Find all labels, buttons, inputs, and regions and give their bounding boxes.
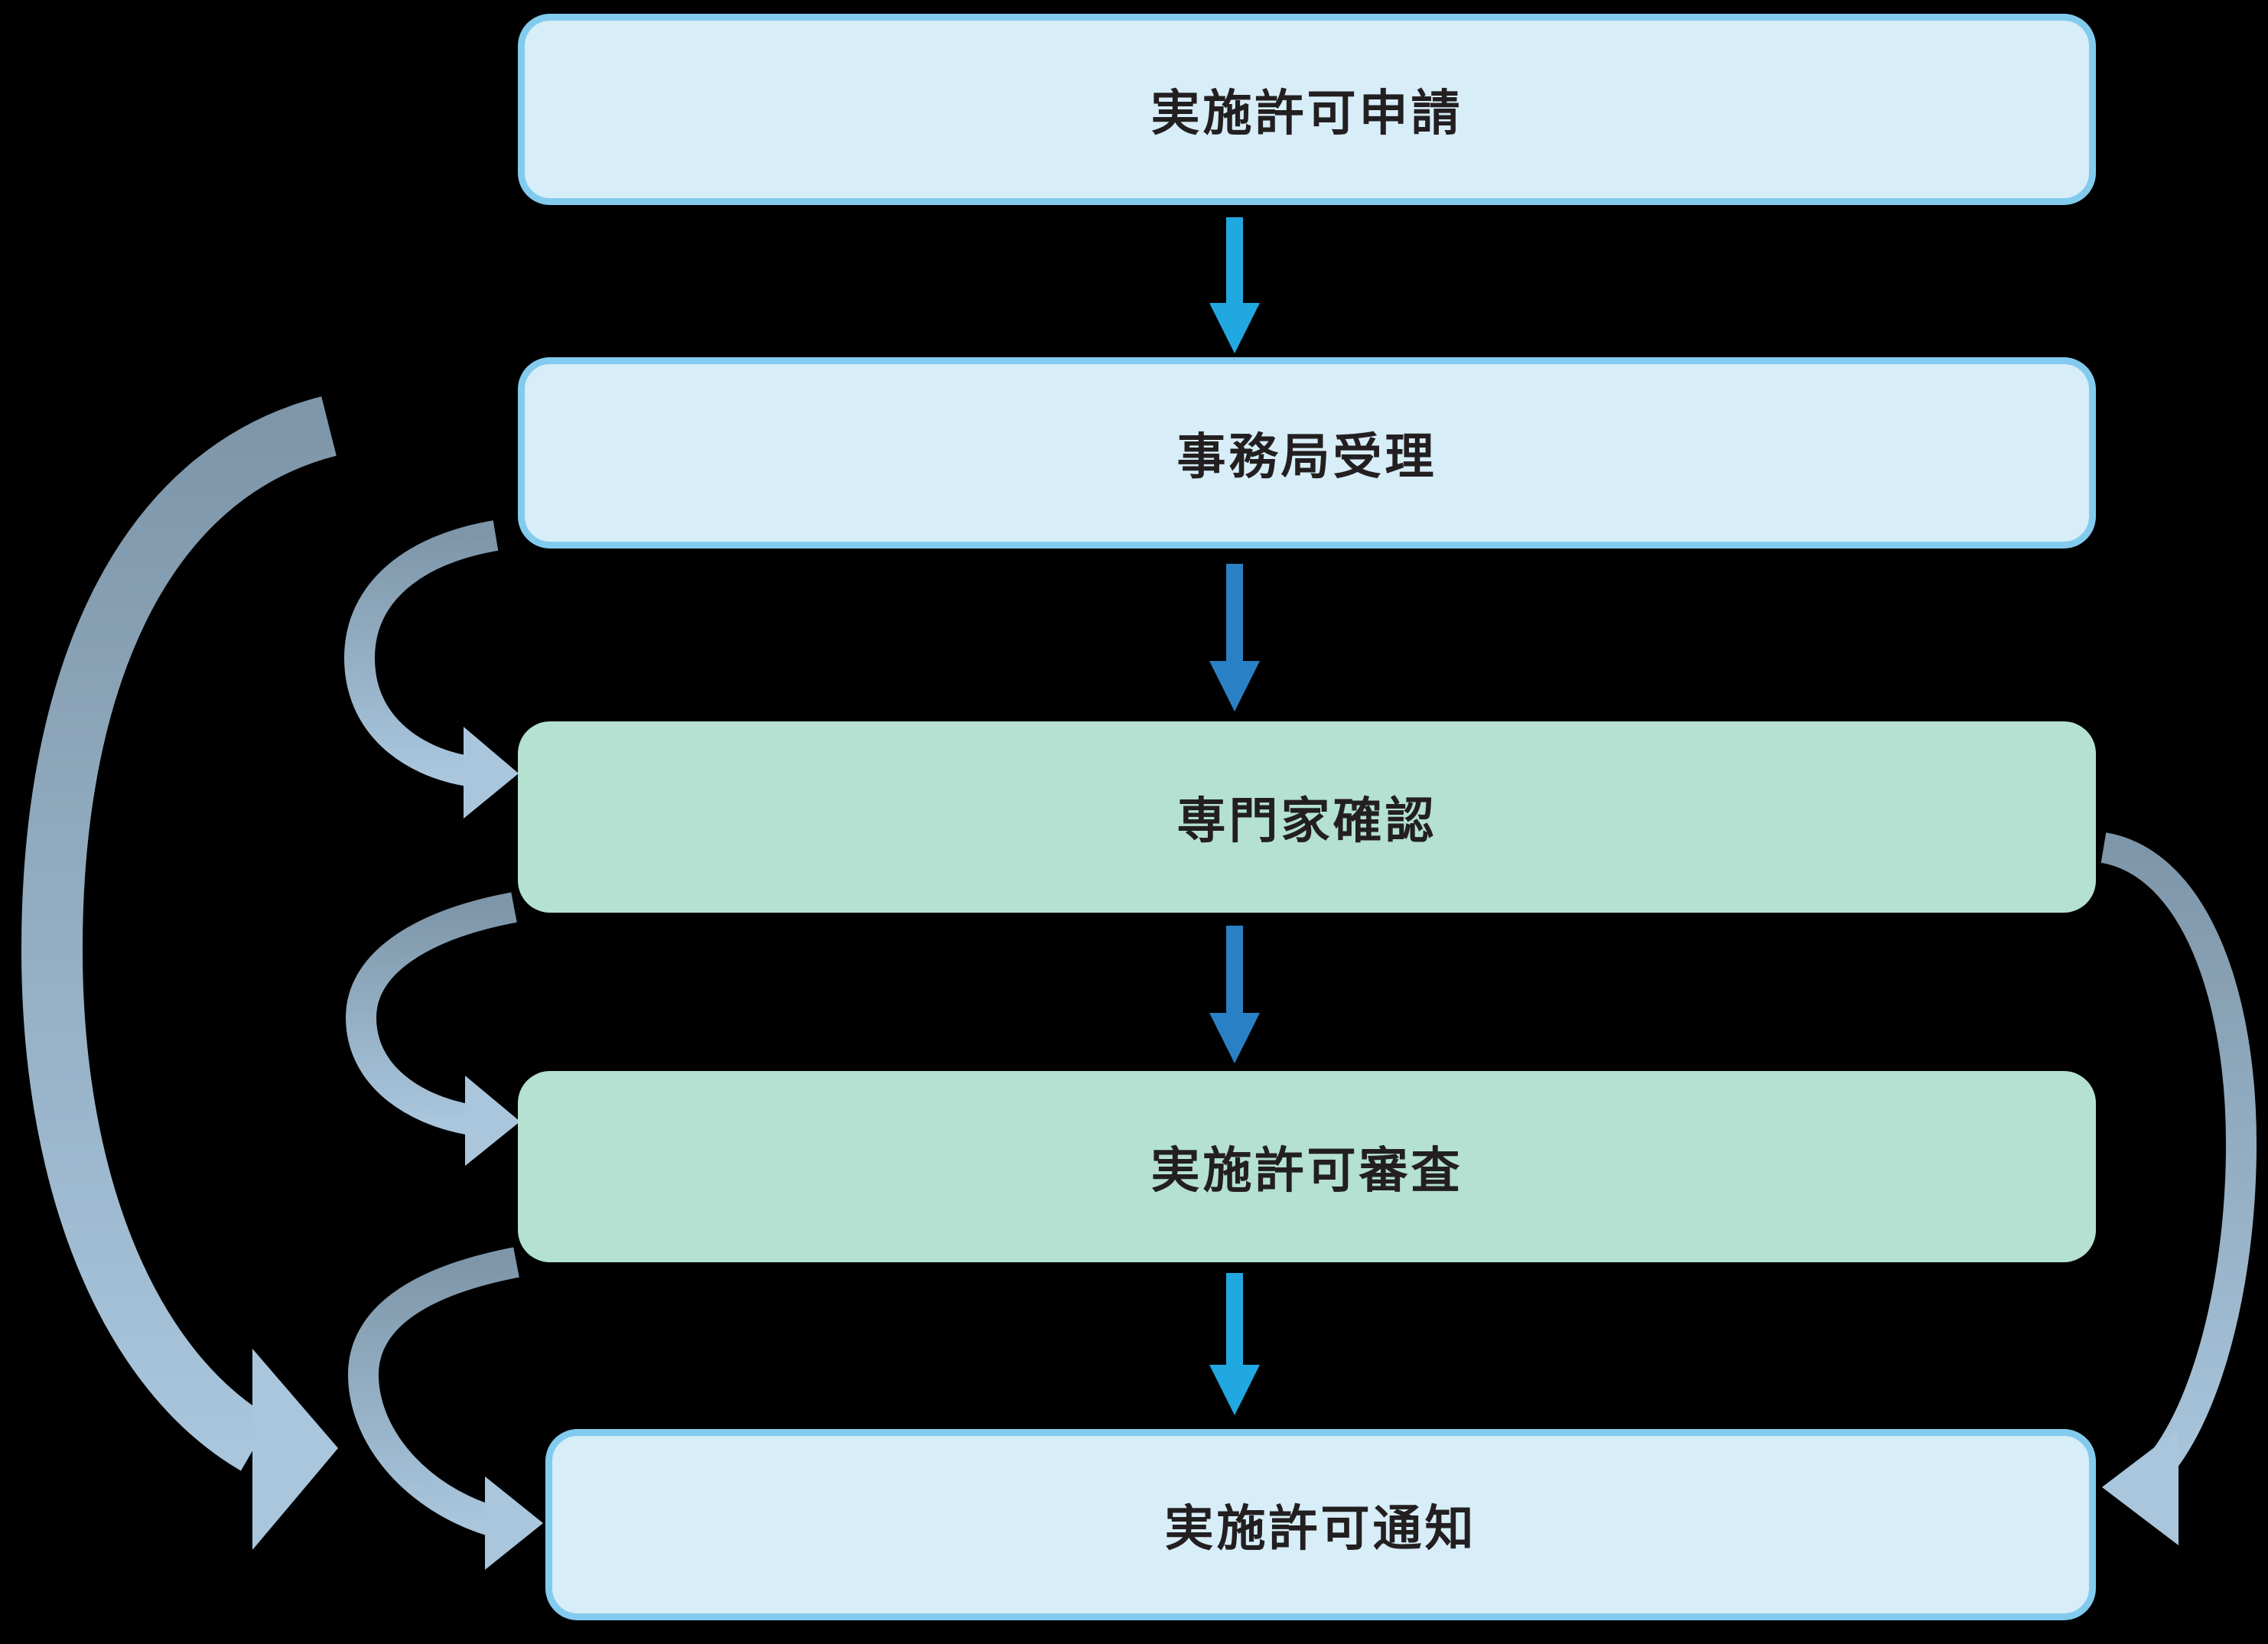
feedback-arc-reception-expert <box>343 520 519 819</box>
flow-box-reception: 事務局受理 <box>518 357 2096 549</box>
feedback-arc-large-left <box>21 396 338 1550</box>
flow-box-application: 実施許可申請 <box>518 14 2096 205</box>
flow-box-label: 事務局受理 <box>1176 429 1437 484</box>
flow-box-notification: 実施許可通知 <box>545 1429 2096 1620</box>
arc-expert-to-notification-right <box>2100 832 2257 1545</box>
flow-box-label: 実施許可通知 <box>1164 1501 1477 1556</box>
arrow-application-to-reception <box>1209 217 1260 353</box>
feedback-arc-review-notification <box>348 1247 543 1570</box>
arrow-expert-check-to-review <box>1209 926 1260 1063</box>
arrow-reception-to-expert-check <box>1209 564 1260 711</box>
flow-box-review: 実施許可審査 <box>518 1071 2096 1262</box>
flow-box-label: 実施許可審査 <box>1150 1143 1463 1198</box>
flow-box-label: 専門家確認 <box>1176 793 1437 848</box>
flow-box-expert-check: 専門家確認 <box>518 721 2096 913</box>
flow-box-label: 実施許可申請 <box>1150 86 1463 141</box>
arrow-review-to-notification <box>1209 1273 1260 1415</box>
feedback-arc-expert-review <box>345 892 520 1166</box>
